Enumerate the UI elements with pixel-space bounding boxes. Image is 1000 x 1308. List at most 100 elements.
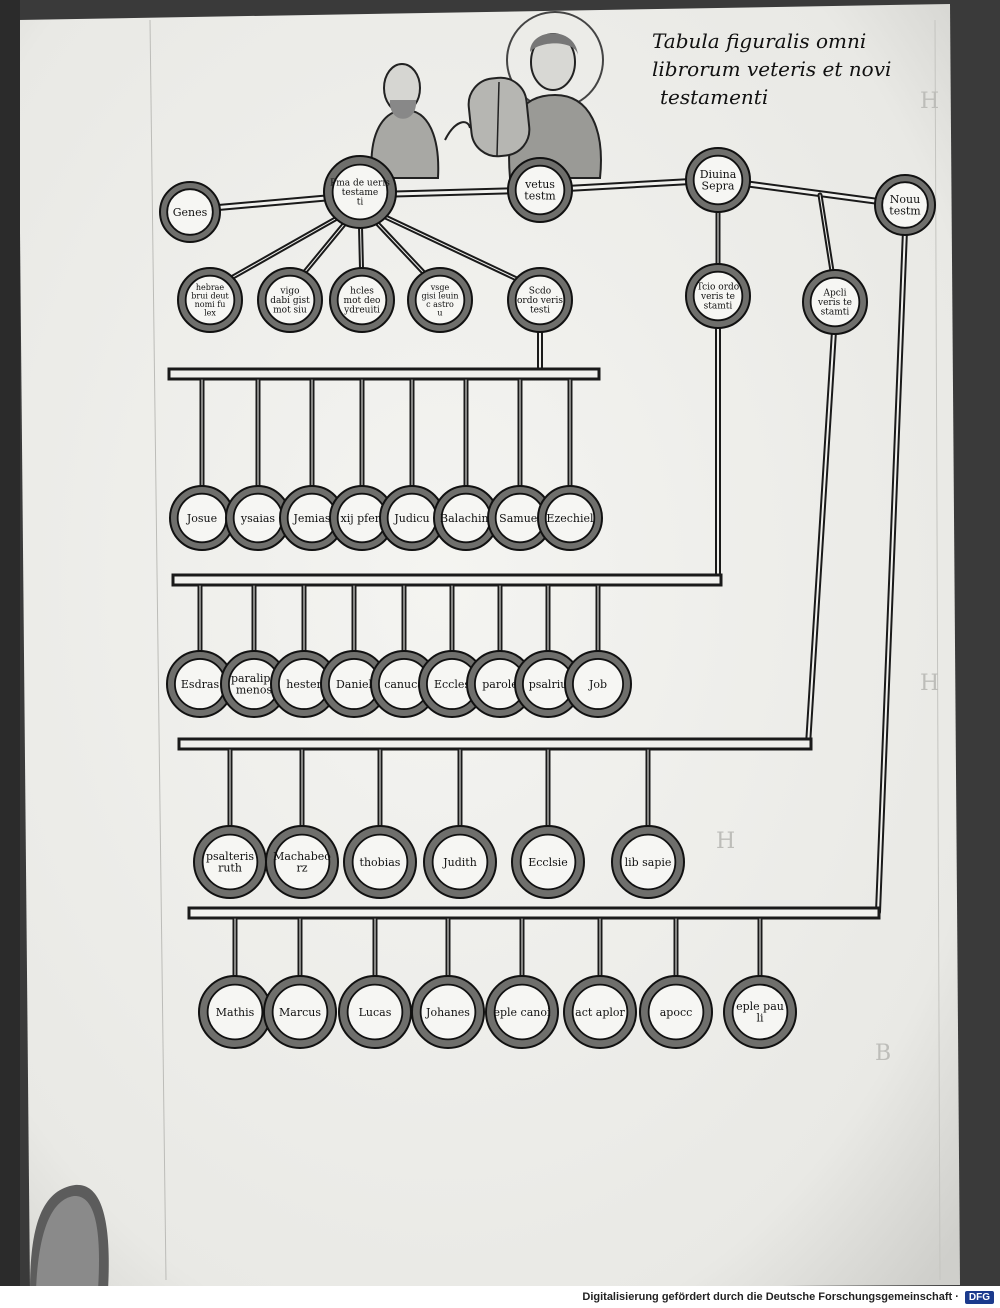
medallion-row1: Samuel	[487, 485, 553, 551]
medallion-label: Josue	[186, 512, 217, 525]
medallion-label: apocc	[660, 1006, 693, 1019]
medallion-row4: act aplor	[563, 975, 637, 1049]
medallion-label: lex	[204, 308, 216, 317]
moses-beard	[389, 100, 417, 119]
title-line-3: testamenti	[660, 85, 768, 109]
title-line-2: librorum veteris et novi	[652, 57, 891, 81]
margin-letter: H	[920, 89, 939, 114]
branch-fan-4	[357, 202, 543, 293]
medallion-label: u	[437, 308, 442, 317]
medallion-label: stamti	[821, 308, 850, 318]
christ-hair	[530, 33, 578, 55]
medallion-label: xij pferi	[340, 512, 384, 525]
medallion-label: Sepra	[702, 180, 735, 193]
moses-hands	[444, 121, 471, 141]
medallion-label: Diuina	[700, 168, 737, 181]
tree-branches	[167, 176, 909, 985]
medallion-row1: Judicu	[379, 485, 445, 551]
medallion-label: canuca	[384, 678, 424, 691]
medallion-label: thobias	[360, 856, 401, 869]
medallion-row2: psalriu	[514, 650, 582, 718]
medallion-label: mot siu	[273, 306, 307, 316]
funding-credit: Digitalisierung gefördert durch die Deut…	[582, 1291, 959, 1303]
heading-text: Tabula figuralis omni librorum veteris e…	[652, 29, 891, 109]
medallion-label: ysaias	[240, 512, 275, 525]
medallion-label: Marcus	[279, 1006, 321, 1019]
medallion-label: Mathis	[216, 1006, 255, 1019]
dfg-logo: DFG	[964, 1290, 994, 1304]
bar-row2	[171, 573, 723, 587]
thumb	[36, 1195, 99, 1290]
bar-row4	[187, 906, 881, 920]
medallion-label: ruth	[218, 862, 242, 875]
medallion-label: hester	[286, 678, 322, 691]
medallion-row3: Judith	[423, 825, 497, 899]
medallion-row2: Esdras	[166, 650, 234, 718]
medallion-row3: thobias	[343, 825, 417, 899]
medallion-label: parole	[482, 678, 518, 691]
spine-novum	[875, 227, 908, 915]
medallion-row4: Marcus	[263, 975, 337, 1049]
medallion-label: Balachim	[440, 512, 492, 525]
medallion-label: testm	[889, 205, 921, 218]
medallion-label: rz	[296, 862, 307, 875]
medallion-row2: Job	[564, 650, 632, 718]
medallion-label: Lucas	[359, 1006, 392, 1019]
medallion-label: stamti	[704, 302, 733, 312]
medallion-genes: Genes	[159, 181, 221, 243]
medallion-label: Tcio ordo	[697, 283, 739, 293]
medallion-row4: Lucas	[338, 975, 412, 1049]
medallion-row4: Johanes	[411, 975, 485, 1049]
medallion-label: Daniel	[336, 678, 372, 691]
medallion-row1: xij pferi	[329, 485, 395, 551]
medallion-label: nomi fu	[195, 300, 226, 309]
medallion-label: dabi gist	[270, 296, 310, 306]
medallion-label: ti	[357, 198, 364, 208]
medallion-row1: Balachim	[433, 485, 499, 551]
medallion-label: Apcli	[822, 289, 846, 299]
illumination-figures	[370, 11, 604, 179]
medallion-label: menos	[236, 684, 273, 697]
medallion-label: Judicu	[393, 512, 429, 525]
medallion-label: testame	[342, 188, 378, 198]
medallion-row3: lib sapie	[611, 825, 685, 899]
tablets-of-law	[467, 76, 531, 158]
medallion-label: c astro	[426, 300, 454, 309]
medallion-label: lib sapie	[625, 856, 672, 869]
spine-apcli	[805, 312, 838, 748]
medallion-label: testi	[530, 306, 550, 316]
medallion-label: hcles	[350, 287, 374, 297]
medallion-label: veris te	[700, 292, 735, 302]
medallion-row1: ysaias	[225, 485, 291, 551]
medallion-row4: apocc	[639, 975, 713, 1049]
medallion-label: psalriu	[529, 678, 568, 691]
medallion-label: Samuel	[499, 512, 541, 525]
title-line-1: Tabula figuralis omni	[652, 29, 866, 53]
medallion-label: Job	[588, 678, 607, 691]
medallion-label: act aplor	[575, 1006, 625, 1019]
medallion-row2: Daniel	[320, 650, 388, 718]
ruling-line-left	[149, 19, 167, 1281]
medallion-label: gisi leuin	[421, 292, 458, 301]
medallion-label: Scdo	[529, 287, 551, 297]
medallion-label: ordo veris	[517, 296, 563, 306]
medallion-label: veris te	[817, 298, 852, 308]
medallion-label: Jemias	[292, 512, 330, 525]
medallion-label: Nouu	[890, 193, 920, 206]
medallion-label: Pma de ueris	[330, 179, 390, 189]
medallion-label: hebrae	[196, 283, 225, 292]
